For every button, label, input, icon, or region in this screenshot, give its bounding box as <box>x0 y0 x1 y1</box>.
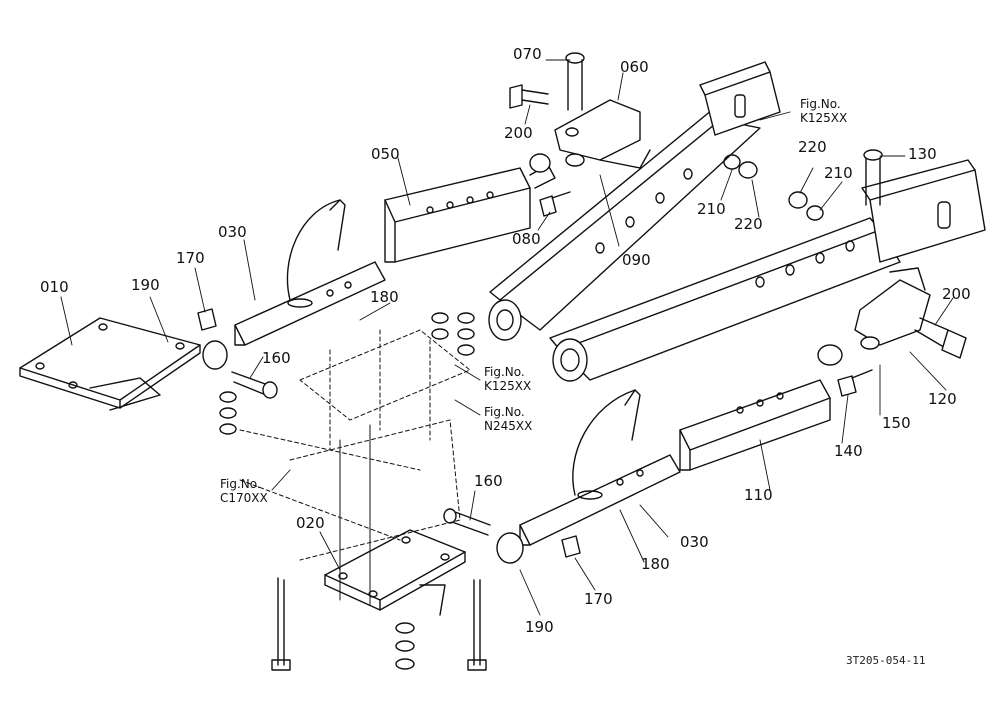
label-210-upper: 210 <box>697 200 726 218</box>
label-190-upper: 190 <box>131 276 160 294</box>
pin-070 <box>565 52 585 111</box>
fig-ref-title: Fig.No. <box>484 365 525 379</box>
label-220-upper: 220 <box>734 215 763 233</box>
label-170-upper: 170 <box>176 249 205 267</box>
lower-lower-link-arm <box>549 159 986 382</box>
bolt-200-upper <box>509 84 549 109</box>
label-160-lower: 160 <box>474 472 503 490</box>
label-120: 120 <box>928 390 957 408</box>
label-210-lower: 210 <box>824 164 853 182</box>
label-050: 050 <box>371 145 400 163</box>
fig-ref-title: Fig.No. <box>220 477 261 491</box>
washers-210-220 <box>723 154 824 221</box>
bolt-200-lower <box>914 317 967 359</box>
nut-stack-right <box>431 312 475 356</box>
pin-080 <box>539 191 571 217</box>
label-130: 130 <box>908 145 937 163</box>
label-070: 070 <box>513 45 542 63</box>
tractor-frame <box>239 329 471 561</box>
upper-lower-link-arm <box>488 61 781 341</box>
label-200-lower: 200 <box>942 285 971 303</box>
label-190-lower: 190 <box>525 618 554 636</box>
drawing-code: 3T205-054-11 <box>846 654 926 667</box>
label-110: 110 <box>744 486 773 504</box>
pin-140 <box>837 369 873 397</box>
fig-ref-k125-top: Fig.No. K125XX <box>800 97 848 126</box>
leader-lines <box>60 59 954 616</box>
plate-020 <box>324 529 466 616</box>
pin-160-lower <box>443 508 491 536</box>
fig-ref-code: C170XX <box>220 490 268 505</box>
bracket-120 <box>854 267 931 350</box>
label-220-lower: 220 <box>798 138 827 156</box>
fig-ref-code: K125XX <box>484 378 532 393</box>
label-030-upper: 030 <box>218 223 247 241</box>
fig-ref-k125-mid: Fig.No. K125XX <box>484 365 532 394</box>
label-170-lower: 170 <box>584 590 613 608</box>
upper-arm-holes <box>595 168 693 254</box>
label-180-lower: 180 <box>641 555 670 573</box>
label-180-upper: 180 <box>370 288 399 306</box>
fig-ref-n245: Fig.No. N245XX <box>484 405 533 434</box>
bracket-060 <box>554 99 651 169</box>
nut-stack-bottom <box>395 622 415 670</box>
pin-170-upper <box>197 308 217 331</box>
label-090: 090 <box>622 251 651 269</box>
label-140: 140 <box>834 442 863 460</box>
lower-arm-holes <box>755 240 855 288</box>
plate-010 <box>19 317 201 411</box>
fig-ref-code: K125XX <box>800 110 848 125</box>
label-030-lower: 030 <box>680 533 709 551</box>
lower-turnbuckle <box>496 344 843 564</box>
fig-ref-code: N245XX <box>484 418 533 433</box>
fig-ref-c170: Fig.No. C170XX <box>220 477 268 506</box>
label-020: 020 <box>296 514 325 532</box>
label-060: 060 <box>620 58 649 76</box>
pin-160-upper <box>231 371 278 399</box>
label-200-upper: 200 <box>504 124 533 142</box>
nut-stack-left <box>219 391 237 435</box>
label-010: 010 <box>40 278 69 296</box>
fig-ref-title: Fig.No. <box>484 405 525 419</box>
pin-170-lower <box>561 535 581 558</box>
long-bolts <box>271 424 487 671</box>
label-150: 150 <box>882 414 911 432</box>
label-160-upper: 160 <box>262 349 291 367</box>
fig-ref-title: Fig.No. <box>800 97 841 111</box>
upper-turnbuckle <box>202 153 556 370</box>
pin-130 <box>863 149 883 206</box>
label-080: 080 <box>512 230 541 248</box>
